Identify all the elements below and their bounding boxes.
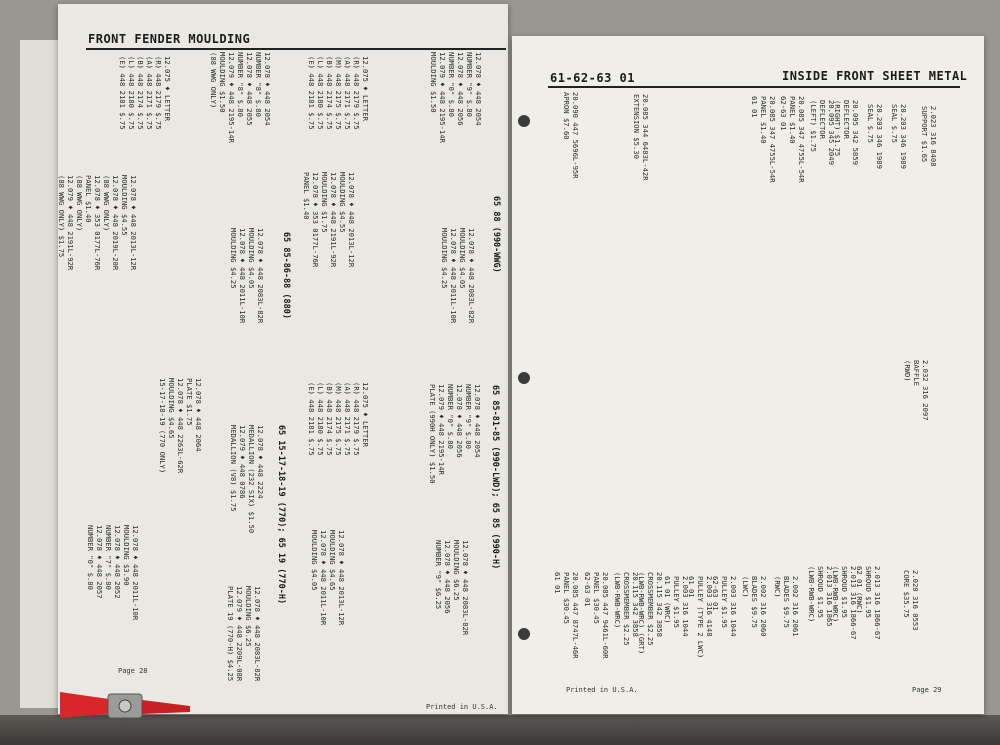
panel3-parts-bottom: 12.078 ♦ 448 2083L-82R MOULDING $6.25 12… [226, 586, 262, 682]
right-page-header-title: INSIDE FRONT SHEET METAL [782, 69, 968, 83]
panel1-parts-bottom: 12.078 ♦ 448 2083L-82R MOULDING $4.05 12… [229, 228, 265, 324]
callout-shroud-2: 2.013 316 1866-67 SHROUD $1.95 (LWB-RWB-… [831, 566, 858, 640]
panel3-parts-left: 12.078 ♦ 448 2011L-10R MOULDING $3.90 12… [86, 525, 140, 621]
panel2-caption: 65 88 (990-WWG) [491, 196, 501, 273]
right-page-header-section: 61-62-63 01 [550, 71, 635, 85]
panel1-parts-right: 12.078 ♦ 448 2054 NUMBER "8" $.80 12.078… [209, 52, 272, 143]
right-page [512, 36, 984, 714]
callout-core: 2.020 316 0553 CORE $35.75 [902, 570, 920, 631]
panel2-parts-right: 12.078 ♦ 448 2054 NUMBER "9" $.80 12.078… [429, 52, 483, 143]
panel2-parts-top: 12.075 ♦ LETTER (R) 448 2179 $.75 (A) 44… [307, 56, 370, 130]
right-header-rule [548, 86, 960, 88]
panel3-parts-top: 12.078 ♦ 448 2064 PLATE $1.75 12.078 ♦ 4… [158, 378, 203, 474]
binder-hole-middle [518, 372, 530, 384]
callout-support: 2.023 316 8408 SUPPORT $1.65 [920, 106, 938, 167]
callout-panel-61-bottom: 20.085 447 8747L-46R PANEL $30.45 61 01 [553, 572, 580, 659]
left-page-header: FRONT FENDER MOULDING [88, 32, 251, 46]
right-printed-note: Printed in U.S.A. [566, 686, 638, 694]
callout-baffle: 2.032 316 2097 BAFFLE (RWD) [903, 360, 930, 421]
callout-crossmember-2: 20.115 342 3858 CROSSMEMBER $2.25 (LWB-R… [637, 572, 664, 655]
left-page-number: Page 28 [118, 667, 148, 675]
panel3-caption: 65 15-17-18-19 (770); 65 19 (770-H) [276, 425, 286, 605]
callout-panel-61: 20.085 347 4755L-54R PANEL $1.40 61 01 [750, 96, 777, 183]
callout-seal-2: 20.203 346 1989 SEAL $.75 [890, 104, 908, 169]
panel1-parts-top: 12.075 ♦ LETTER (R) 448 2179 $.75 (A) 44… [118, 56, 172, 130]
binder-clip [60, 692, 190, 719]
callout-shroud-1: 2.013 316 1865 SHROUD $1.95 (LWB-RWB-WRC… [807, 566, 834, 627]
panel3-parts-right: 12.078 ♦ 448 2224 MEDALLION (232 SIX) $1… [229, 425, 265, 534]
callout-apron: 20.090 447 5696L-95R APRON $7.60 [562, 92, 580, 179]
panel4-parts-top: 12.075 ♦ LETTER (R) 448 2179 $.75 (A) 44… [307, 382, 370, 456]
callout-deflector-left: 20.095 345 2049 DEFLECTOR (LEFT) $1.75 [809, 100, 836, 165]
panel4-parts-bottom: 12.078 ♦ 448 2083L-82R MOULDING $6.25 12… [434, 540, 470, 636]
callout-pulley-3: 2.003 316 1044 PULLEY $1.95 62-63 01 [711, 576, 738, 637]
callout-crossmember-1: 20.115 342 3858 CROSSMEMBER $2.25 (LWB-R… [613, 572, 640, 646]
binder-hole-bottom [518, 628, 530, 640]
callout-extension: 20.085 344 6483L-42R EXTENSION $5.30 [632, 94, 650, 181]
panel1-caption: 65 85-86-88 (880) [281, 232, 291, 319]
callout-pulley-2: 2.003 316 4148 PULLEY (TYPE 2 LWC) 61 01 [687, 576, 714, 659]
callout-blades-rwc: 2.002 316 2061 BLADES $9.75 (RWC) [773, 576, 800, 637]
left-header-rule [86, 48, 506, 50]
callout-panel-62-63: 20.085 347 4755L-54R PANEL $1.40 62-63 0… [779, 96, 806, 183]
binder-hole-top [518, 115, 530, 127]
callout-seal-1: 20.203 346 1989 SEAL $.75 [866, 104, 884, 169]
panel4-caption: 65 85-81-85 (990-LWD); 65 85 (990-H) [490, 385, 500, 570]
panel2-parts-bottom: 12.078 ♦ 448 2083L-82R MOULDING $4.05 12… [440, 228, 476, 324]
panel2-parts-left: 12.078 ♦ 448 2013L-12R MOULDING $4.55 12… [302, 172, 356, 268]
left-printed-note: Printed in U.S.A. [426, 703, 498, 711]
callout-deflector-right: 20.095 342 5859 DEFLECTOR (RIGHT) $1.75 [833, 100, 860, 165]
right-page-number: Page 29 [912, 686, 942, 694]
table-edge [0, 715, 1000, 745]
left-page [58, 4, 508, 714]
callout-blades-lwc: 2.002 316 2060 BLADES $9.75 (LWC) [741, 576, 768, 637]
callout-shroud-3: 2.013 316 1866-67 SHROUD $1.95 62 01 (RW… [855, 566, 882, 640]
callout-panel-62-63-bottom: 20.085 447 9461L-60R PANEL $30.45 62-63 … [583, 572, 610, 659]
panel1-parts-left: 12.078 ♦ 448 2013L-12R MOULDING $4.55 12… [57, 175, 138, 271]
panel4-parts-right: 12.078 ♦ 448 2054 NUMBER "9" $.80 12.078… [428, 384, 482, 484]
panel4-parts-left: 12.078 ♦ 448 2013L-12R MOULDING $4.65 12… [310, 530, 346, 626]
callout-pulley-1: 2.003 316 1044 PULLEY $1.95 61 01 (WRC) [663, 576, 690, 637]
